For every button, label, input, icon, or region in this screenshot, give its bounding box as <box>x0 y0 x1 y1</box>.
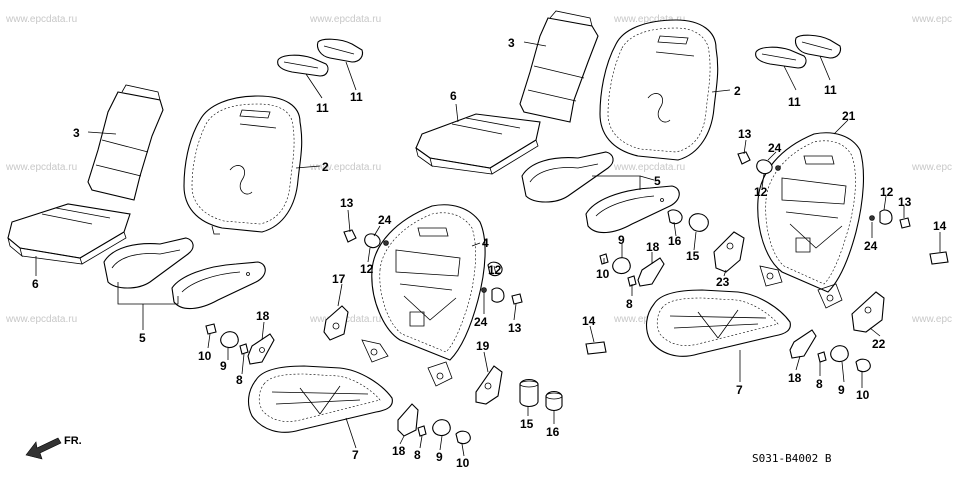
seat-back-frame-left <box>361 204 486 387</box>
seat-cushion-frame-right <box>645 289 791 357</box>
callout-24: 24 <box>864 239 878 253</box>
callout-9: 9 <box>220 359 227 373</box>
watermark-text: www.epcdata.ru <box>613 14 685 25</box>
seat-cushion-cover-left <box>7 203 131 265</box>
callout-6: 6 <box>450 89 457 103</box>
callout-12: 12 <box>360 262 374 276</box>
callout-18: 18 <box>788 371 802 385</box>
callout-12: 12 <box>488 263 502 277</box>
callout-18: 18 <box>646 240 660 254</box>
hardware-left <box>205 229 563 412</box>
callout-18: 18 <box>392 444 406 458</box>
watermark-text: www.epcdata.ru <box>5 162 77 173</box>
callout-12: 12 <box>880 185 894 199</box>
callout-10: 10 <box>198 349 212 363</box>
watermark-text: www.epc <box>911 314 952 325</box>
callout-5: 5 <box>139 331 146 345</box>
callout-24: 24 <box>768 141 782 155</box>
callout-15: 15 <box>686 249 700 263</box>
watermark-text: www.epcdata.ru <box>309 14 381 25</box>
callout-4: 4 <box>482 236 489 250</box>
callout-3: 3 <box>73 126 80 140</box>
watermark-text: www.epcdata.ru <box>5 14 77 25</box>
callout-16: 16 <box>668 234 682 248</box>
callout-8: 8 <box>236 373 243 387</box>
callout-9: 9 <box>436 450 443 464</box>
callout-12: 12 <box>754 185 768 199</box>
watermark-text: www.epc <box>911 14 952 25</box>
callout-23: 23 <box>716 275 730 289</box>
leader-lines <box>35 41 941 457</box>
callout-24: 24 <box>474 315 488 329</box>
front-direction-label: FR. <box>64 435 82 447</box>
callout-16: 16 <box>546 425 560 439</box>
callout-15: 15 <box>520 417 534 431</box>
callout-19: 19 <box>476 339 490 353</box>
callout-8: 8 <box>816 377 823 391</box>
watermark-text: www.epcdata.ru <box>5 314 77 325</box>
callout-2: 2 <box>734 84 741 98</box>
callout-10: 10 <box>856 388 870 402</box>
callout-13: 13 <box>340 196 354 210</box>
callout-7: 7 <box>736 383 743 397</box>
watermark-text: www.epc <box>911 162 952 173</box>
seat-back-frame-right <box>757 132 865 309</box>
side-cover-pads-left <box>103 237 266 310</box>
callout-8: 8 <box>626 297 633 311</box>
front-direction-arrow: FR. <box>25 435 82 460</box>
callout-6: 6 <box>32 277 39 291</box>
seatback-trim-left <box>183 95 303 235</box>
callout-numbers: 3 2 6 5 11 11 13 24 12 4 17 12 24 13 18 … <box>32 36 947 470</box>
seat-back-cover-left <box>87 84 164 201</box>
callout-11: 11 <box>350 90 363 104</box>
callout-11: 11 <box>788 95 801 109</box>
callout-8: 8 <box>414 448 421 462</box>
diagram-code: S031-B4002 B <box>752 452 832 465</box>
watermark-text: www.epcdata.ru <box>613 162 685 173</box>
knob-covers-right <box>755 34 842 69</box>
callout-14: 14 <box>582 314 596 328</box>
callout-13: 13 <box>898 195 912 209</box>
hardware-right <box>585 151 949 373</box>
callout-17: 17 <box>332 272 346 286</box>
callout-2: 2 <box>322 160 329 174</box>
callout-11: 11 <box>316 101 329 115</box>
callout-3: 3 <box>508 36 515 50</box>
callout-21: 21 <box>842 109 856 123</box>
seat-cushion-frame-left <box>247 365 471 445</box>
watermark-text: www.epcdata.ru <box>309 162 381 173</box>
callout-5: 5 <box>654 174 661 188</box>
callout-9: 9 <box>838 383 845 397</box>
callout-7: 7 <box>352 448 359 462</box>
callout-11: 11 <box>824 83 837 97</box>
callout-10: 10 <box>596 267 610 281</box>
callout-9: 9 <box>618 233 625 247</box>
seat-cushion-cover-right <box>415 113 541 175</box>
callout-13: 13 <box>508 321 522 335</box>
seat-back-cover-right <box>519 10 599 123</box>
callout-14: 14 <box>933 219 947 233</box>
side-cover-pads-right <box>521 151 680 234</box>
callout-13: 13 <box>738 127 752 141</box>
knob-covers-left <box>277 38 364 77</box>
callout-18: 18 <box>256 309 270 323</box>
callout-24: 24 <box>378 213 392 227</box>
callout-10: 10 <box>456 456 470 470</box>
callout-22: 22 <box>872 337 886 351</box>
seatback-trim-right <box>599 19 719 161</box>
